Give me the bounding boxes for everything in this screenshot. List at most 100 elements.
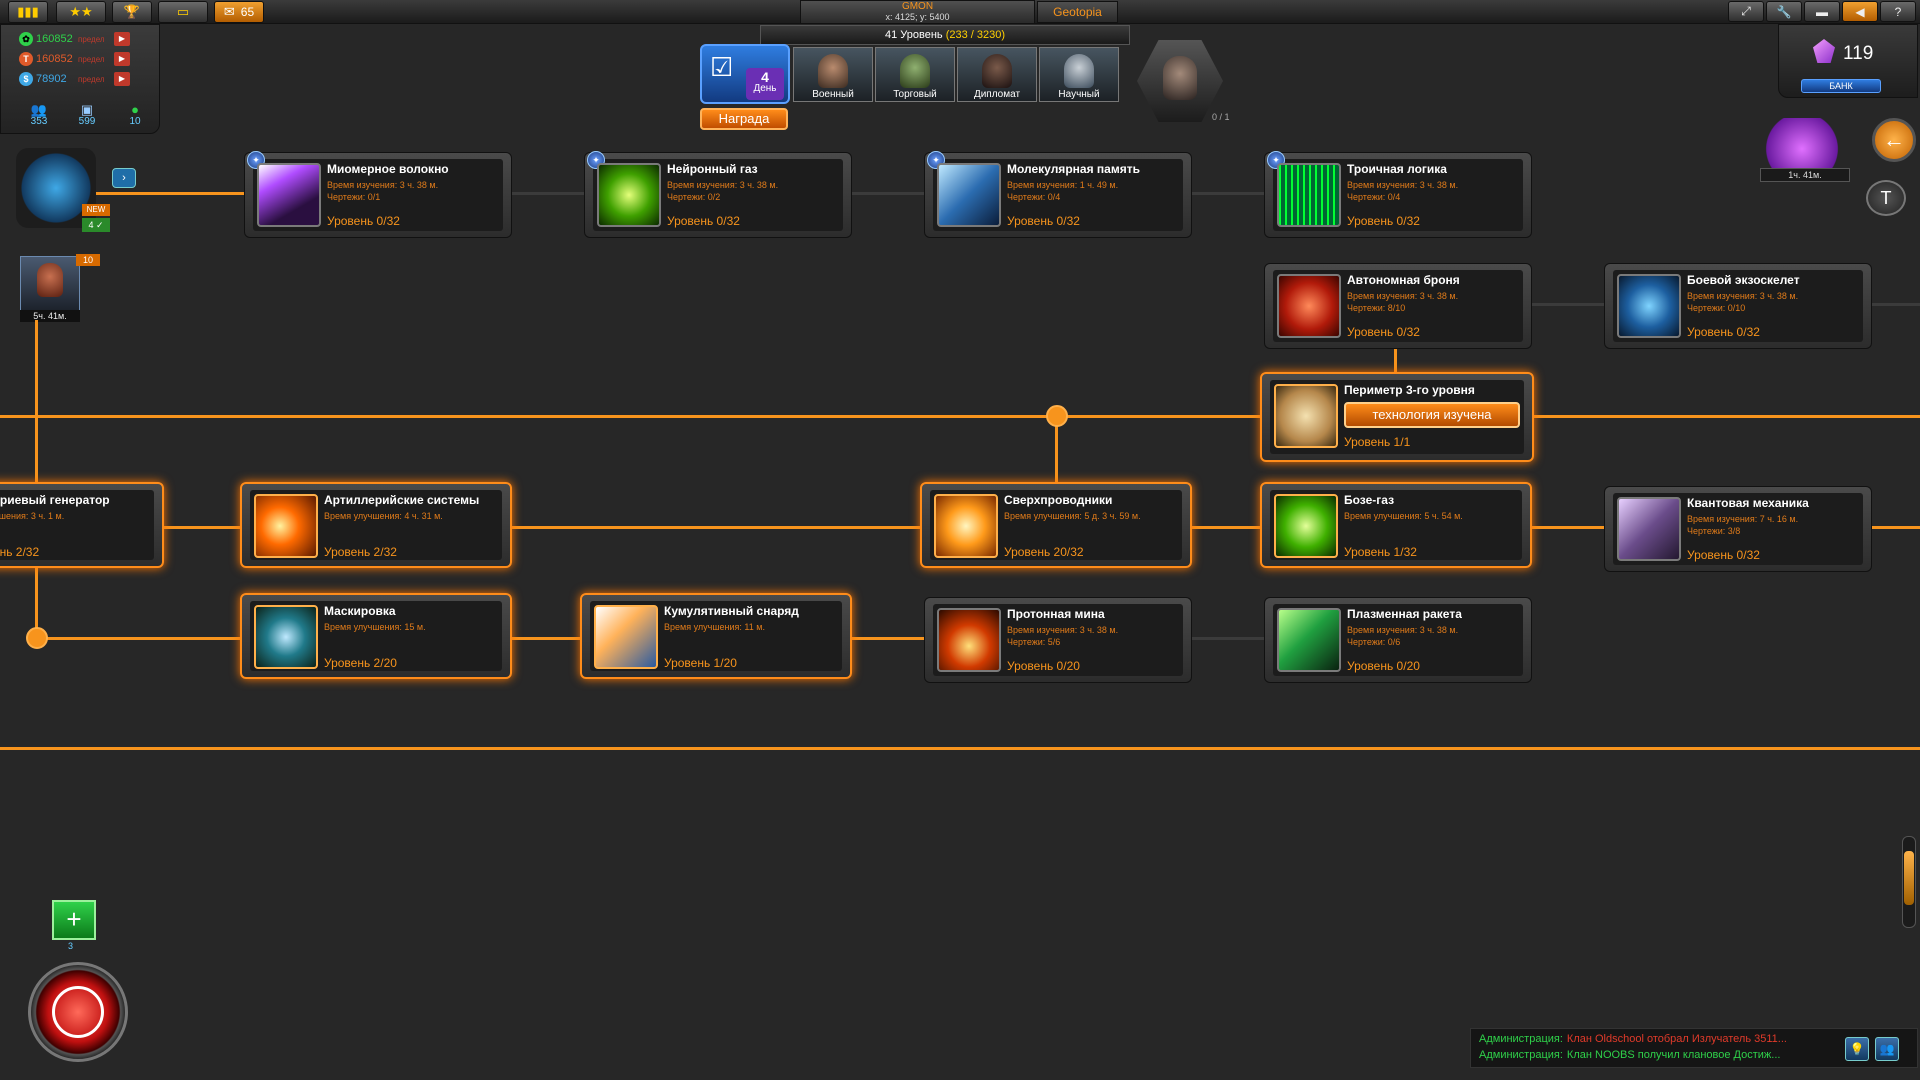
stat-value: 10	[129, 116, 141, 127]
bose-gas-icon	[1274, 494, 1338, 558]
tech-name: Молекулярная память	[1007, 162, 1140, 176]
window-controls: ⤢ 🔧 ▬ ◀ ?	[1728, 1, 1916, 22]
tech-card-molecular-memory[interactable]: ✦ Молекулярная память Время изучения: 1 …	[924, 151, 1192, 238]
tree-connector	[35, 575, 38, 635]
hero-portrait[interactable]	[20, 256, 80, 314]
tech-card-combat-exoskeleton[interactable]: Боевой экзоскелет Время изучения: 3 ч. 3…	[1604, 263, 1872, 349]
tech-level: овень 2/32	[0, 545, 40, 559]
tech-info: Время улучшения: 5 д. 3 ч. 59 м.	[1004, 510, 1141, 522]
tech-level: Уровень 0/20	[1347, 659, 1420, 673]
tech-card-perimeter[interactable]: Периметр 3-го уровня технология изучена …	[1260, 372, 1534, 462]
player-info[interactable]: GMON x: 4125; y: 5400	[800, 0, 1035, 24]
fiber-icon	[257, 163, 321, 227]
settings-button[interactable]: 🔧	[1766, 1, 1802, 22]
add-resource-button[interactable]: ▶	[114, 72, 130, 86]
tech-toggle-button[interactable]: T	[1866, 180, 1906, 216]
zoom-slider-thumb[interactable]	[1904, 851, 1914, 905]
tech-blueprints: Чертежи: 8/10	[1347, 303, 1406, 313]
tech-info: Время изучения: 3 ч. 38 м.Чертежи: 0/10	[1687, 290, 1798, 314]
add-button[interactable]: +	[52, 900, 96, 940]
world-tab[interactable]: Geotopia	[1037, 1, 1118, 23]
tech-name: Сверхпроводники	[1004, 493, 1113, 507]
tech-level: Уровень 0/32	[327, 214, 400, 228]
tree-connector	[846, 192, 926, 195]
chat-message: Администрация:Клан Oldschool отобрал Изл…	[1479, 1033, 1787, 1045]
tech-name: Маскировка	[324, 604, 396, 618]
tech-card-generator[interactable]: итериевый генератор улучшения: 3 ч. 1 м.…	[0, 482, 164, 568]
mail-button[interactable]: ✉ 65	[214, 1, 264, 23]
tech-info: Время изучения: 3 ч. 38 м.Чертежи: 8/10	[1347, 290, 1458, 314]
tech-card-ternary-logic[interactable]: ✦ Троичная логика Время изучения: 3 ч. 3…	[1264, 151, 1532, 238]
back-button[interactable]: ←	[1872, 118, 1916, 162]
tech-time: Время изучения: 3 ч. 38 м.	[1347, 180, 1459, 190]
trophies-button[interactable]: 🏆	[112, 1, 152, 23]
chat-toggle-button[interactable]: 💡	[1845, 1037, 1869, 1061]
tech-card-quantum-mechanics[interactable]: Квантовая механика Время изучения: 7 ч. …	[1604, 486, 1872, 572]
fullscreen-button[interactable]: ⤢	[1728, 1, 1764, 22]
tech-card-plasma-rocket[interactable]: Плазменная ракета Время изучения: 3 ч. 3…	[1264, 597, 1532, 683]
queue-badge: 4 ✓	[82, 218, 110, 232]
arrow-left-icon: ←	[1883, 127, 1905, 152]
bank-button[interactable]: БАНК	[1801, 79, 1881, 93]
resource-limit: предел	[78, 34, 105, 44]
chat-sender: Администрация:	[1479, 1033, 1563, 1045]
help-button[interactable]: ?	[1880, 1, 1916, 22]
tech-card-cumulative-shell[interactable]: Кумулятивный снаряд Время улучшения: 11 …	[580, 593, 852, 679]
tech-name: Троичная логика	[1347, 162, 1447, 176]
tech-name: Автономная броня	[1347, 273, 1460, 287]
sound-button[interactable]: ◀	[1842, 1, 1878, 22]
research-station-icon[interactable]	[16, 148, 96, 228]
workers-icon: ▣	[80, 102, 94, 117]
resource-limit: предел	[78, 54, 105, 64]
crystal-bonus-icon[interactable]	[1762, 118, 1842, 174]
tech-name: Кумулятивный снаряд	[664, 604, 799, 618]
tech-card-superconductors[interactable]: Сверхпроводники Время улучшения: 5 д. 3 …	[920, 482, 1192, 568]
tech-card-neural-gas[interactable]: ✦ Нейронный газ Время изучения: 3 ч. 38 …	[584, 151, 852, 238]
tech-blueprints: Чертежи: 0/2	[667, 192, 721, 202]
quantum-icon	[1617, 497, 1681, 561]
language-button[interactable]: ▬	[1804, 1, 1840, 22]
add-resource-button[interactable]: ▶	[114, 32, 130, 46]
energy-icon: ●	[131, 102, 139, 117]
green-resource-icon: ✿	[19, 32, 33, 46]
zoom-slider[interactable]	[1902, 836, 1916, 928]
tech-card-myomer-fiber[interactable]: ✦ Миомерное волокно Время изучения: 3 ч.…	[244, 151, 512, 238]
gas-icon	[597, 163, 661, 227]
tech-card-proton-mine[interactable]: Протонная мина Время изучения: 3 ч. 38 м…	[924, 597, 1192, 683]
stats-button[interactable]: ▮▮▮	[8, 1, 48, 23]
player-name: GMON	[901, 1, 934, 12]
tech-level: Уровень 0/32	[1687, 548, 1760, 562]
advisor-science[interactable]: Научный	[1039, 47, 1119, 102]
tech-info: Время изучения: 7 ч. 16 м.Чертежи: 3/8	[1687, 513, 1798, 537]
tree-connector	[1394, 346, 1397, 372]
credits-resource-icon: $	[19, 72, 33, 86]
advisor-trade[interactable]: Торговый	[875, 47, 955, 102]
advisor-label: Торговый	[893, 89, 937, 100]
tech-card-bose-gas[interactable]: Бозе-газ Время улучшения: 5 ч. 54 м. Уро…	[1260, 482, 1532, 568]
tech-card-artillery[interactable]: Артиллерийские системы Время улучшения: …	[240, 482, 512, 568]
attack-button[interactable]	[28, 962, 128, 1062]
clan-chat-button[interactable]: 👥	[1875, 1037, 1899, 1061]
tech-time: Время улучшения: 5 ч. 54 м.	[1344, 511, 1463, 521]
tree-connector	[96, 192, 244, 195]
add-resource-button[interactable]: ▶	[114, 52, 130, 66]
advisor-diplomat[interactable]: Дипломат	[957, 47, 1037, 102]
rating-button[interactable]: ★★	[56, 1, 106, 23]
tech-card-camouflage[interactable]: Маскировка Время улучшения: 15 м. Уровен…	[240, 593, 512, 679]
daily-tasks-button[interactable]: ☑ 4 День	[700, 44, 790, 104]
tech-time: Время изучения: 3 ч. 38 м.	[667, 180, 779, 190]
tech-time: Время изучения: 3 ч. 38 м.	[327, 180, 439, 190]
tech-time: Время улучшения: 11 м.	[664, 622, 765, 632]
tickets-button[interactable]: ▭	[158, 1, 208, 23]
tech-time: улучшения: 3 ч. 1 м.	[0, 511, 65, 521]
tech-blueprints: Чертежи: 5/6	[1007, 637, 1061, 647]
expand-queue-button[interactable]: ›	[112, 168, 136, 188]
commander-portrait[interactable]	[1137, 40, 1223, 122]
tech-info: Время изучения: 3 ч. 38 м. Чертежи: 0/2	[667, 179, 778, 203]
tech-card-autonomous-armor[interactable]: Автономная броня Время изучения: 3 ч. 38…	[1264, 263, 1532, 349]
hero-face	[37, 263, 63, 297]
advisor-military[interactable]: Военный	[793, 47, 873, 102]
stat-value: 353	[30, 116, 48, 127]
reward-button[interactable]: Награда	[700, 108, 788, 130]
